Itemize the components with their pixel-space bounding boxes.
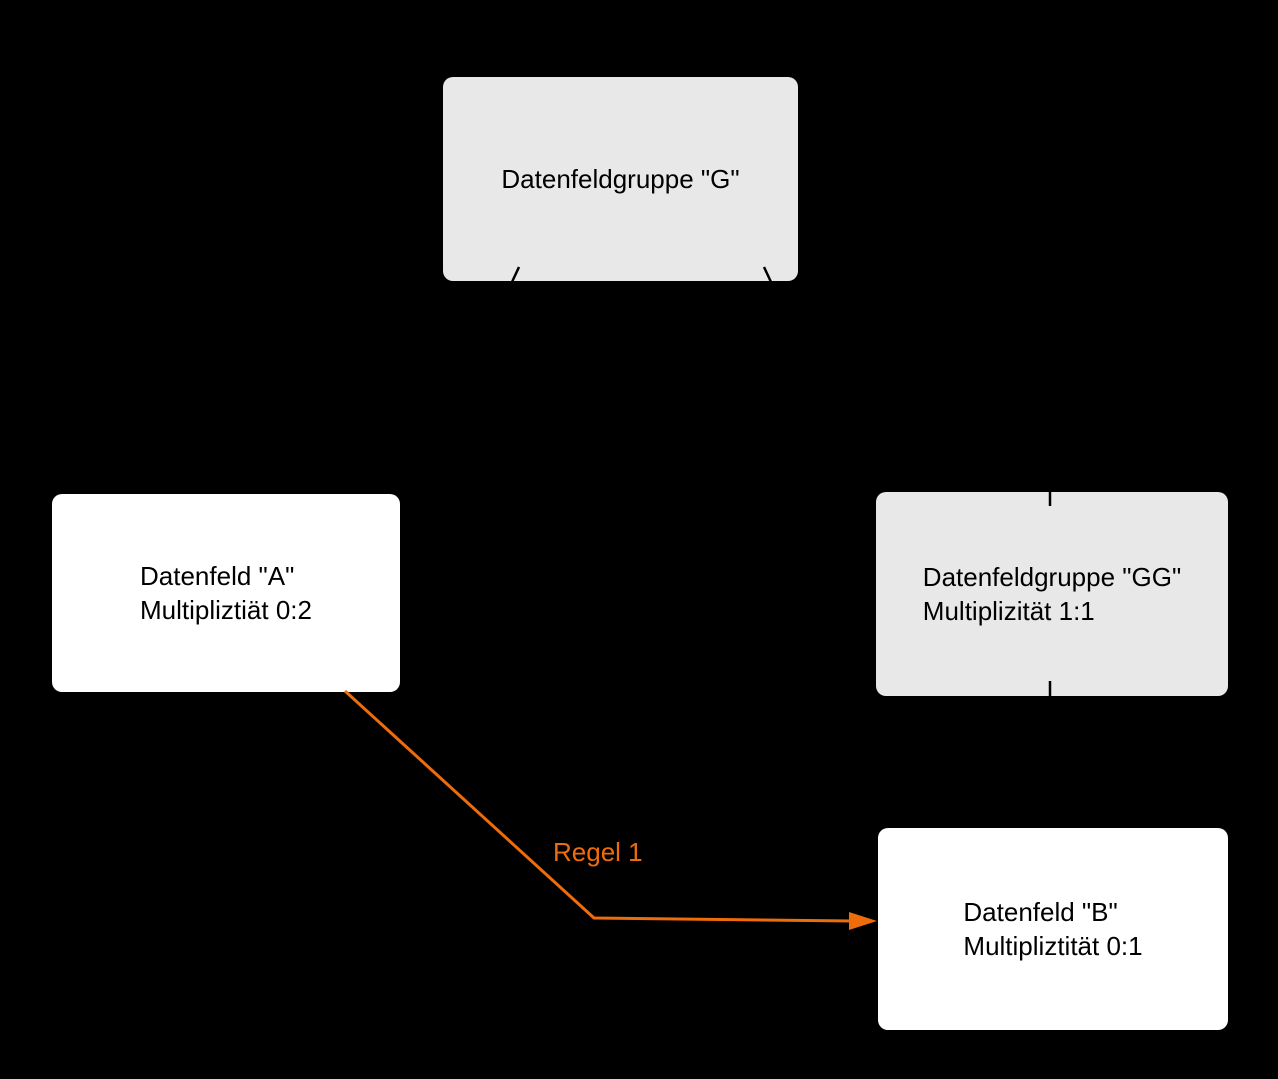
node-title: Datenfeld "A" [140,561,295,591]
rule-label: Regel 1 [553,837,643,867]
node-title: Datenfeldgruppe "G" [501,164,740,194]
node-datenfeld-b: Datenfeld "B" Multipliztität 0:1 [878,828,1228,1030]
node-multiplicity: Multipliztiät 0:2 [140,595,312,625]
rule-arrow-line [343,689,853,923]
node-multiplicity: Multipliztität 0:1 [963,931,1143,961]
node-title: Datenfeld "B" [963,897,1118,927]
node-datenfeldgruppe-g: Datenfeldgruppe "G" [443,77,798,281]
node-datenfeld-a: Datenfeld "A" Multipliztiät 0:2 [52,494,400,692]
node-title: Datenfeldgruppe "GG" [922,562,1182,592]
node-label: Datenfeldgruppe "G" [501,162,739,196]
rule-arrow-head [849,912,877,930]
node-datenfeldgruppe-gg: Datenfeldgruppe "GG" Multiplizität 1:1 [876,492,1228,696]
node-multiplicity: Multiplizität 1:1 [922,596,1095,626]
node-label: Datenfeldgruppe "GG" Multiplizität 1:1 [923,560,1181,628]
node-label: Datenfeld "B" Multipliztität 0:1 [963,895,1142,963]
node-label: Datenfeld "A" Multipliztiät 0:2 [140,559,312,627]
